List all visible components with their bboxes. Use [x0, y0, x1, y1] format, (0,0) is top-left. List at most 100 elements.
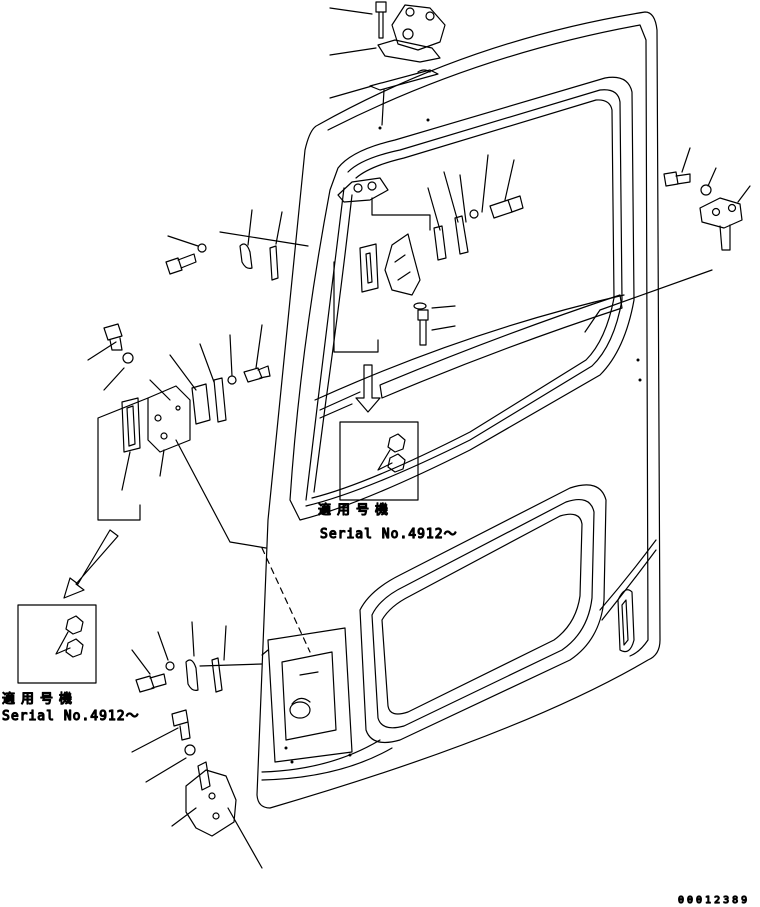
slotted-shim-small [360, 244, 378, 292]
bracket-leaders [428, 155, 514, 230]
handle-recess-outer [268, 628, 352, 762]
lower-washer [414, 303, 426, 309]
top-bolt [376, 2, 386, 38]
arrow-to-upper-callout [356, 365, 380, 412]
right-washer [701, 185, 711, 195]
right-hinge-nut [713, 209, 720, 216]
upper-callout-serial: Serial No.4912～ [320, 527, 458, 542]
lower-callout: 適用号機 Serial No.4912～ [1, 605, 140, 725]
top-hinge-body [392, 5, 445, 50]
upper-callout-box [340, 422, 418, 500]
sill-shadow [320, 392, 360, 418]
callout-nut-lower-2 [66, 639, 83, 657]
upper-callout: 適用号機 Serial No.4912～ [317, 422, 458, 543]
panel-holes [284, 118, 642, 764]
left-upper-fasteners [166, 210, 308, 280]
callout-leader-upper [378, 450, 392, 470]
bracket-leaders-right [432, 306, 455, 330]
left-assembly-line [176, 440, 266, 548]
panel-hole [284, 746, 288, 750]
left-washer-2 [123, 353, 133, 363]
right-hinge-leg [720, 225, 730, 250]
drawing-code: 00012389 [678, 895, 750, 906]
side-edge-strip [600, 540, 656, 620]
left-bracket-hole [155, 415, 161, 421]
left-shim-4 [214, 378, 226, 422]
left-shim-2 [270, 246, 278, 280]
washer-small [470, 210, 478, 218]
left-bracket [148, 386, 190, 452]
pocket-inner [622, 600, 628, 645]
door-outer-outline [257, 12, 660, 808]
lower-window-outer [360, 485, 606, 743]
arrow-shaft-upper [356, 365, 380, 412]
door-handle-recess [262, 628, 392, 780]
hinge-bolt-head [426, 12, 434, 20]
upper-window-outer [290, 77, 634, 520]
panel-hole [638, 378, 642, 382]
upper-window-frame-2 [312, 100, 614, 498]
bracket-guide [372, 198, 430, 230]
left-slotted-slot [127, 406, 135, 446]
lower-window [360, 485, 606, 743]
upper-window [290, 77, 634, 520]
left-shim-1 [240, 244, 252, 268]
window-sill-line [315, 295, 624, 400]
door-inner-rim [328, 25, 648, 656]
handle-detail [262, 650, 318, 704]
lower-hinge-hole [213, 813, 219, 819]
panel-hole [426, 118, 430, 122]
upper-window-frame-1 [306, 90, 622, 506]
callout-nut-upper-1 [388, 434, 405, 452]
lower-window-frame-1 [372, 500, 594, 728]
lower-leaders-1 [132, 622, 262, 674]
bracket-nut [354, 184, 362, 192]
lower-bolt-vertical [172, 710, 190, 740]
arrow-to-lower-callout [64, 530, 118, 598]
arrow-shaft-lower [64, 530, 118, 598]
lower-leaders-2 [132, 728, 262, 868]
top-leader-lines [330, 8, 376, 98]
lower-hinge-plate [186, 770, 236, 836]
upper-hinge-bracket [334, 155, 523, 352]
lower-callout-box [18, 605, 96, 683]
lower-washer-1 [166, 662, 174, 670]
lower-assembly-dashed [262, 548, 310, 652]
left-shim-3 [192, 384, 210, 424]
hinge-arm-detail [395, 255, 410, 280]
panel-hole [636, 358, 640, 362]
shim-pair-a [434, 216, 468, 260]
lower-bolt-bracket [418, 310, 428, 345]
panel-hole [348, 753, 352, 757]
panel-hole [290, 760, 294, 764]
bracket-nut [368, 182, 376, 190]
door-side-pocket [600, 540, 656, 652]
bracket-group-box [334, 262, 378, 352]
left-slotted-shim [122, 398, 140, 452]
callout-nut-lower-1 [66, 616, 83, 634]
top-assembly-line [382, 90, 384, 125]
lower-hinge-pin [198, 762, 210, 790]
right-assembly-line [585, 270, 712, 332]
lower-callout-title: 適用号機 [2, 691, 78, 707]
handle-grip [290, 702, 310, 718]
bracket-plate [338, 178, 388, 202]
lower-callout-serial: Serial No.4912～ [2, 709, 140, 724]
lower-window-frame-2 [382, 514, 582, 714]
bolt-horizontal [490, 196, 523, 218]
top-shim-hook [418, 70, 430, 72]
slotted-shim-slot [366, 253, 372, 283]
lower-bolt-1 [136, 674, 166, 692]
hinge-bolt-head [406, 8, 414, 16]
hinge-pin [403, 29, 413, 39]
left-bracket-hole [176, 406, 180, 410]
lower-hinge-hole [209, 793, 215, 799]
upper-window-frame-3 [306, 188, 344, 500]
left-washer-3 [228, 376, 236, 384]
left-bracket-hole [161, 433, 167, 439]
door-bottom-trim [262, 740, 392, 780]
left-bolt-vertical [104, 324, 122, 350]
callout-nut-upper-2 [388, 454, 405, 472]
top-hinge-assembly [330, 2, 445, 125]
top-shim [370, 70, 438, 90]
